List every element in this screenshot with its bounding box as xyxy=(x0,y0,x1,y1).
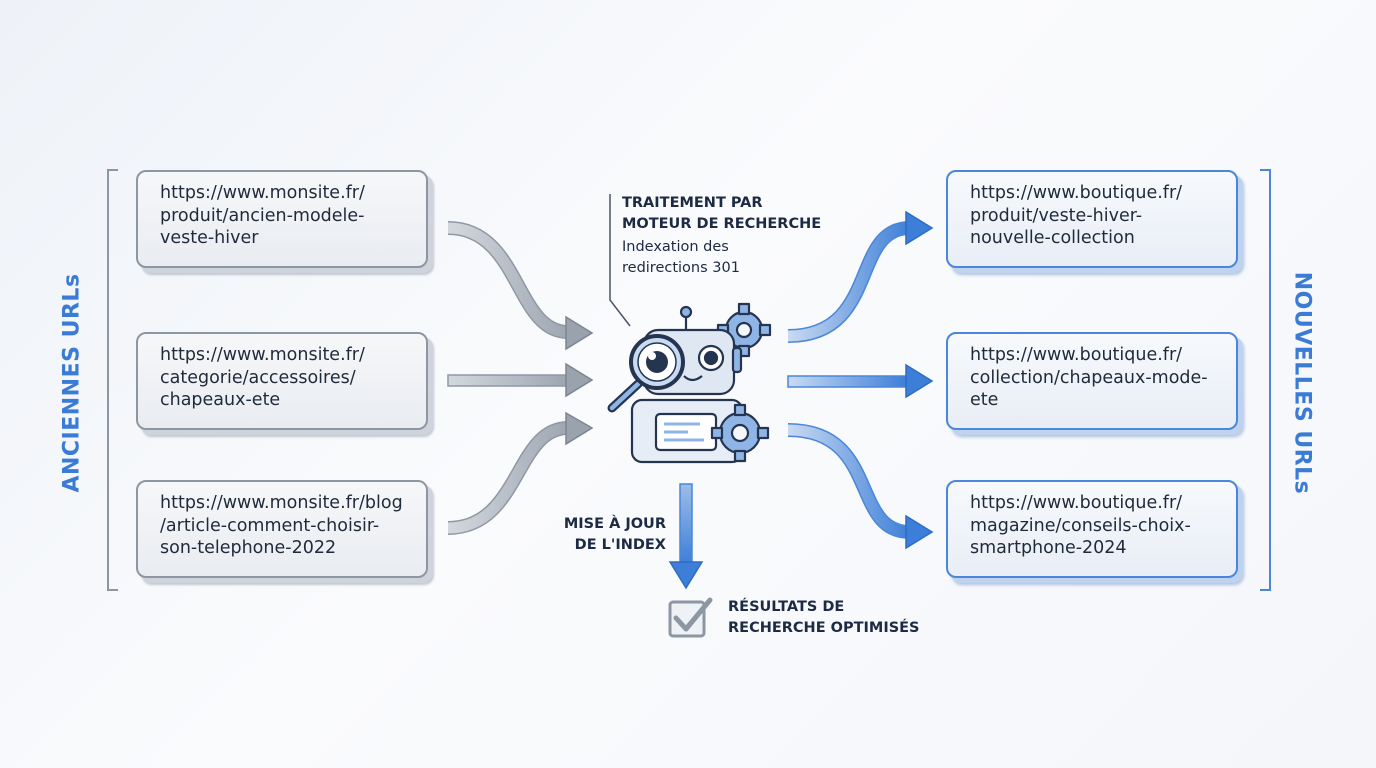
incoming-arrow-1 xyxy=(447,221,594,351)
engine-subtitle: Indexation des redirections 301 xyxy=(622,239,740,276)
incoming-arrow-2 xyxy=(447,362,594,398)
magnifier-icon xyxy=(607,334,685,413)
checkbox-check-icon xyxy=(668,597,713,638)
old-url-card-1: https://www.monsite.fr/ produit/ancien-m… xyxy=(136,170,428,268)
incoming-arrow-3 xyxy=(447,411,594,535)
index-update-label: MISE À JOUR DE L'INDEX xyxy=(563,516,666,553)
new-url-card-1: https://www.boutique.fr/ produit/veste-h… xyxy=(946,170,1238,268)
old-urls-group-label: ANCIENNES URLs xyxy=(59,273,85,493)
outgoing-arrow-1 xyxy=(787,210,934,343)
engine-title: TRAITEMENT PAR MOTEUR DE RECHERCHE xyxy=(622,195,822,232)
gear-icon-bottom xyxy=(710,403,770,463)
right-bracket xyxy=(1260,169,1271,591)
index-update-arrow xyxy=(668,483,704,590)
callout-pointer xyxy=(609,194,631,327)
new-urls-group-label: NOUVELLES URLs xyxy=(1289,271,1315,495)
results-label: RÉSULTATS DE RECHERCHE OPTIMISÉS xyxy=(728,599,920,636)
new-url-card-2: https://www.boutique.fr/ collection/chap… xyxy=(946,332,1238,430)
robot-magnifier-gears-icon xyxy=(607,302,772,464)
new-url-card-3: https://www.boutique.fr/ magazine/consei… xyxy=(946,480,1238,578)
outgoing-arrow-2 xyxy=(787,363,934,399)
old-url-card-2: https://www.monsite.fr/ categorie/access… xyxy=(136,332,428,430)
old-url-card-3: https://www.monsite.fr/blog /article-com… xyxy=(136,480,428,578)
left-bracket xyxy=(107,169,118,591)
outgoing-arrow-3 xyxy=(787,423,934,550)
